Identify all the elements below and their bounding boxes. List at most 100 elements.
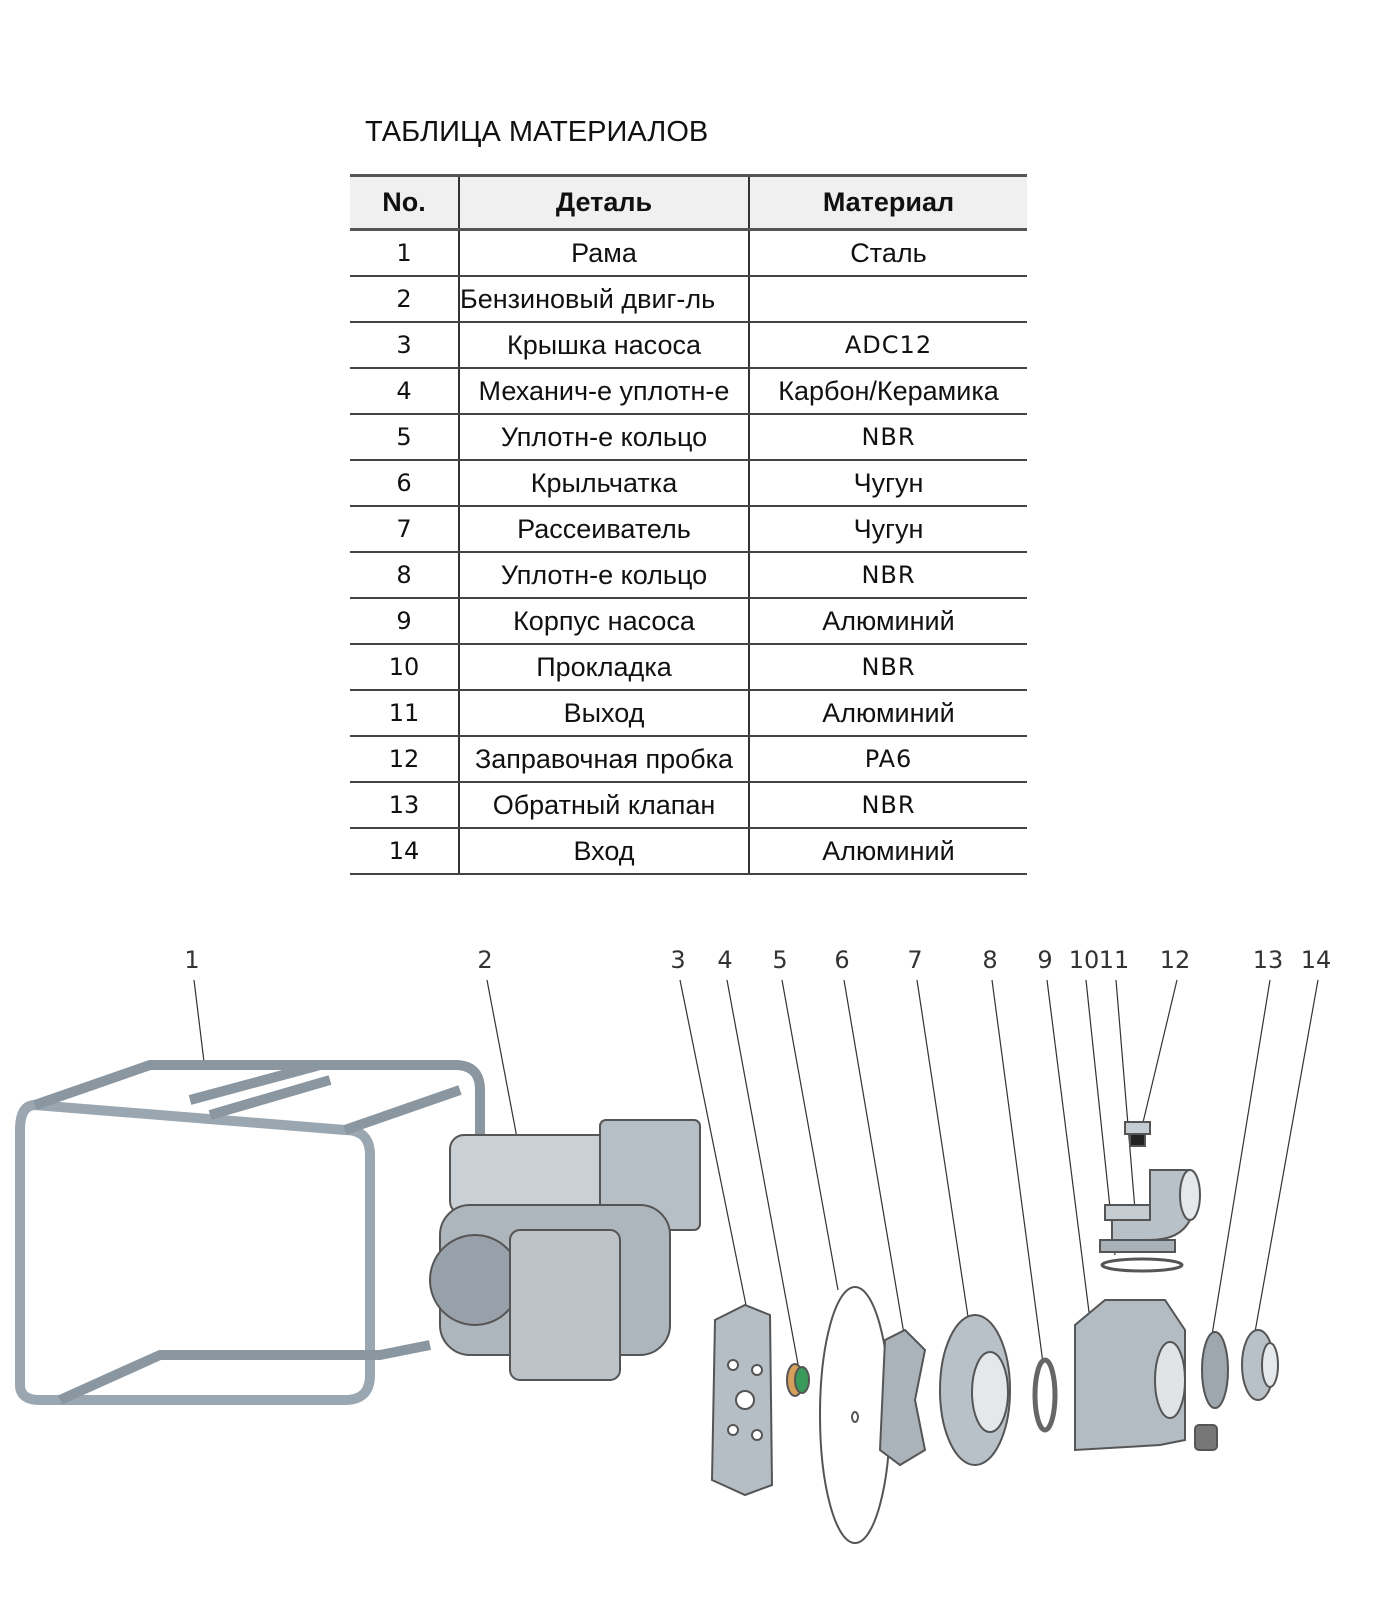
pump-housing-part xyxy=(1074,1299,1218,1452)
cell-no: 4 xyxy=(350,368,460,415)
callout-label: 6 xyxy=(834,946,849,974)
leader-line xyxy=(726,979,801,1376)
filler-plug-part xyxy=(1124,1121,1151,1147)
header-part: Деталь xyxy=(459,174,750,231)
cell-part: Уплотн-е кольцо xyxy=(459,552,750,599)
engine-part xyxy=(429,1119,701,1381)
cell-part: Механич-е уплотн-е xyxy=(459,368,750,415)
gasket-part xyxy=(1100,1257,1184,1273)
cell-material: PA6 xyxy=(749,736,1027,783)
callout-label: 13 xyxy=(1253,946,1284,974)
cell-part: Рассеиватель xyxy=(459,506,750,553)
seal-ring-part xyxy=(1032,1357,1058,1433)
cell-material: NBR xyxy=(749,552,1027,599)
mechanical-seal-part xyxy=(786,1363,810,1397)
leader-line xyxy=(843,979,906,1341)
leader-line xyxy=(781,979,839,1291)
leader-line xyxy=(679,979,749,1316)
header-no: No. xyxy=(350,174,460,231)
callout-label: 12 xyxy=(1160,946,1191,974)
leader-line xyxy=(1211,979,1271,1336)
callout-label: 10 xyxy=(1069,946,1100,974)
callout-label: 3 xyxy=(670,946,685,974)
cell-no: 14 xyxy=(350,828,460,875)
leader-line xyxy=(1046,979,1091,1321)
cell-material: ADC12 xyxy=(749,322,1027,369)
callout-label: 5 xyxy=(772,946,787,974)
cell-no: 3 xyxy=(350,322,460,369)
cell-no: 7 xyxy=(350,506,460,553)
cell-no: 9 xyxy=(350,598,460,645)
impeller-part xyxy=(878,1328,927,1467)
cell-part: Обратный клапан xyxy=(459,782,750,829)
cell-material: Карбон/Керамика xyxy=(749,368,1027,415)
cell-no: 1 xyxy=(350,229,460,277)
header-material: Материал xyxy=(749,174,1027,231)
cell-material xyxy=(749,276,1027,323)
cell-material: NBR xyxy=(749,414,1027,461)
cell-part: Корпус насоса xyxy=(459,598,750,645)
table-header-row: No. Деталь Материал xyxy=(350,174,1027,231)
cell-part: Крышка насоса xyxy=(459,322,750,369)
cell-no: 11 xyxy=(350,690,460,737)
diffuser-part xyxy=(939,1314,1011,1466)
cell-material: Алюминий xyxy=(749,690,1027,737)
outlet-part xyxy=(1099,1169,1201,1253)
inlet-part xyxy=(1241,1329,1279,1401)
cell-material: Алюминий xyxy=(749,598,1027,645)
leader-line xyxy=(1115,979,1136,1211)
cell-no: 10 xyxy=(350,644,460,691)
cell-part: Прокладка xyxy=(459,644,750,691)
callout-label: 14 xyxy=(1301,946,1332,974)
frame-part xyxy=(15,1060,485,1405)
o-ring-part xyxy=(819,1286,891,1544)
callout-label: 1 xyxy=(184,946,199,974)
cell-no: 8 xyxy=(350,552,460,599)
cell-no: 5 xyxy=(350,414,460,461)
cell-material: Алюминий xyxy=(749,828,1027,875)
cell-no: 13 xyxy=(350,782,460,829)
cell-material: Сталь xyxy=(749,229,1027,277)
cell-part: Вход xyxy=(459,828,750,875)
callout-label: 7 xyxy=(907,946,922,974)
table-title: ТАБЛИЦА МАТЕРИАЛОВ xyxy=(365,116,709,148)
cell-material: Чугун xyxy=(749,506,1027,553)
cell-material: NBR xyxy=(749,644,1027,691)
leader-line xyxy=(1139,979,1178,1136)
cell-material: NBR xyxy=(749,782,1027,829)
cell-part: Уплотн-е кольцо xyxy=(459,414,750,461)
callout-label: 9 xyxy=(1037,946,1052,974)
cell-part: Рама xyxy=(459,229,750,277)
leader-line xyxy=(916,979,971,1331)
leader-line xyxy=(991,979,1044,1364)
leader-line xyxy=(193,979,206,1071)
check-valve-part xyxy=(1201,1331,1229,1409)
cell-part: Бензиновый двиг-ль xyxy=(459,276,750,323)
cell-no: 12 xyxy=(350,736,460,783)
callout-label: 11 xyxy=(1099,946,1130,974)
callout-label: 2 xyxy=(477,946,492,974)
leader-line xyxy=(1254,979,1319,1333)
cell-part: Заправочная пробка xyxy=(459,736,750,783)
cell-part: Крыльчатка xyxy=(459,460,750,507)
callout-label: 4 xyxy=(717,946,732,974)
cell-no: 2 xyxy=(350,276,460,323)
callout-label: 8 xyxy=(982,946,997,974)
